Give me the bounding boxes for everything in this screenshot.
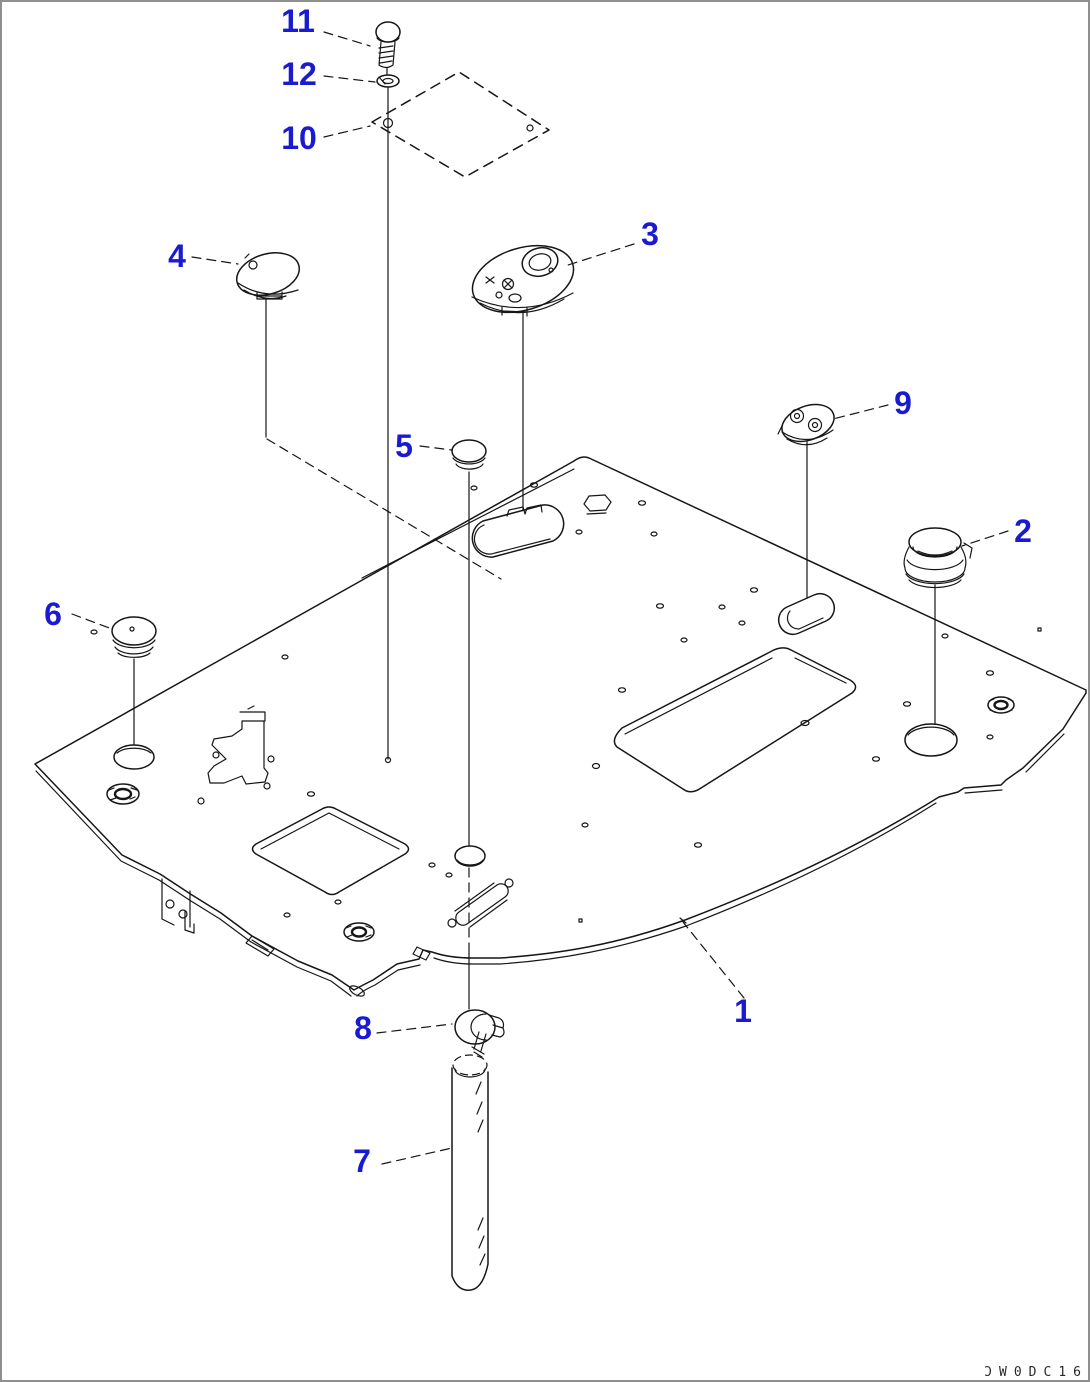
leader-6	[71, 613, 113, 630]
part-11-bolt	[375, 21, 401, 69]
leader-4	[191, 256, 239, 265]
plate-hole-center-lip	[456, 859, 484, 866]
callout-3[interactable]: 3	[641, 216, 659, 252]
plate-thickness-edges	[35, 733, 1065, 997]
part-7-pipe	[451, 1054, 489, 1291]
leader-8	[376, 1023, 453, 1034]
plate-corner-round	[349, 985, 365, 997]
leader-1	[682, 921, 745, 999]
leader-7	[381, 1147, 453, 1165]
callout-6[interactable]: 6	[44, 596, 62, 632]
plate-small-holes	[90, 482, 1042, 923]
callout-8[interactable]: 8	[354, 1010, 372, 1046]
callout-4[interactable]: 4	[168, 238, 186, 274]
plate-slot-oval	[471, 504, 565, 558]
part-2-plug	[903, 527, 973, 589]
callout-5[interactable]: 5	[395, 428, 413, 464]
plate-hole-2	[904, 723, 958, 757]
plate-outline	[34, 456, 1087, 991]
plate-hex-hole	[583, 494, 612, 515]
part-4-cover	[235, 252, 301, 300]
part-10-cover-plate	[371, 71, 550, 178]
callout-1[interactable]: 1	[734, 993, 752, 1029]
part-9-grommet	[777, 403, 835, 446]
plate-edge-clip	[245, 935, 275, 957]
leader-5	[419, 445, 453, 451]
plate-cutout-diamond-lip	[260, 812, 400, 850]
leader-1-tick	[679, 917, 687, 924]
part-12-washer	[376, 74, 400, 88]
callout-9[interactable]: 9	[894, 385, 912, 421]
plate-edge-tab	[412, 946, 431, 961]
part-3-cover	[471, 244, 575, 317]
callout-labels: 11 12 10 4 3 9 2 5 6 8 7 1	[44, 3, 1032, 1179]
plate-fold-line	[361, 468, 575, 579]
plate-grommet-right	[987, 696, 1015, 714]
plate-hole-6-lip	[116, 747, 152, 754]
plate-slot-angled	[447, 878, 514, 928]
plate-edge-bracket	[161, 878, 195, 934]
line-4-diagonal	[266, 438, 502, 580]
connection-lines	[133, 67, 936, 1010]
leader-lines	[71, 31, 1009, 1165]
floor-plate	[34, 456, 1087, 997]
plate-hole-oval-9-lip	[786, 610, 824, 630]
plate-hole-2-lip	[907, 726, 955, 736]
callout-12[interactable]: 12	[281, 56, 317, 92]
part-8-clamp	[454, 1009, 505, 1058]
leader-11	[323, 31, 371, 47]
plate-cutout-large	[613, 647, 857, 793]
callout-10[interactable]: 10	[281, 120, 317, 156]
drawing-code: ƆW0DC16	[984, 1365, 1088, 1380]
leader-3	[567, 243, 635, 266]
plate-grommet-center	[343, 922, 375, 942]
part-6-cap	[111, 616, 157, 658]
plate-cutout-diamond	[251, 806, 410, 896]
plate-hole-oval-9	[777, 592, 836, 636]
plate-grommet-left	[106, 783, 140, 805]
leader-2	[961, 530, 1009, 547]
plate-slot-oval-lip	[473, 504, 551, 555]
leader-10	[323, 125, 371, 138]
callout-7[interactable]: 7	[353, 1143, 371, 1179]
callout-11[interactable]: 11	[281, 3, 315, 39]
part-5-cap	[451, 439, 487, 470]
plate-cutout-large-lip	[624, 657, 847, 735]
leader-9	[832, 404, 889, 420]
line-10-end-mark	[384, 756, 392, 764]
plate-bracket	[197, 705, 275, 805]
plate-hole-center	[454, 845, 486, 867]
leader-12	[323, 75, 376, 83]
callout-2[interactable]: 2	[1014, 513, 1032, 549]
